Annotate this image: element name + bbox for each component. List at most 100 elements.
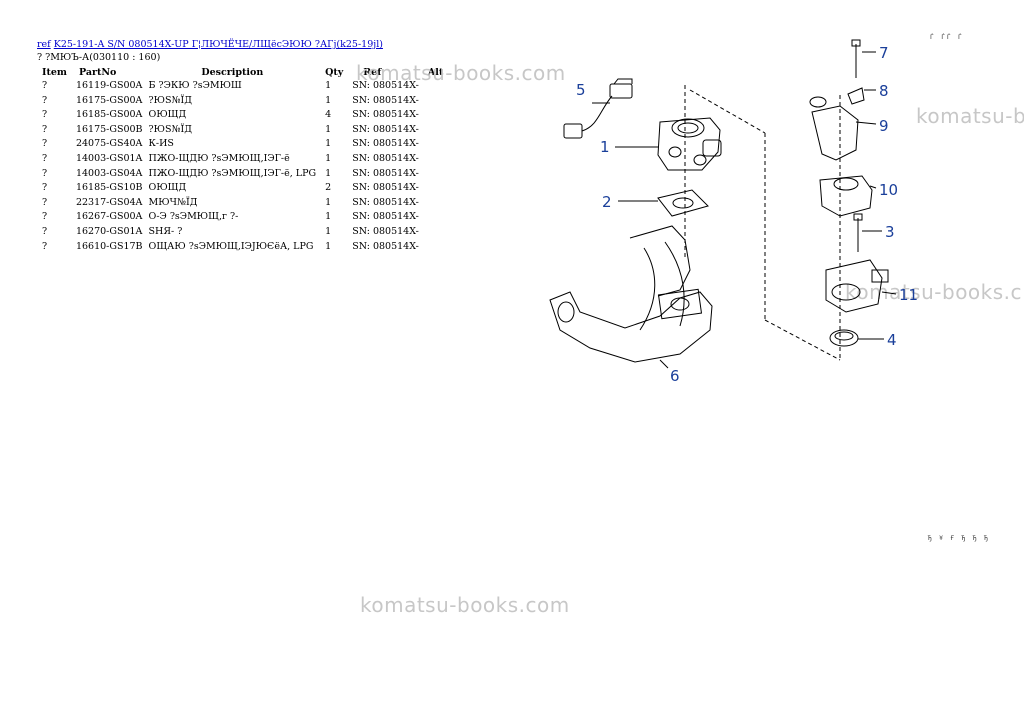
col-item: Item [42,66,67,78]
part-4-oring [829,329,859,347]
col-alt: Alt [427,66,444,78]
qty-cell: 1 [325,167,332,179]
callout-5: 5 [576,81,586,99]
item-cell: ? [42,123,48,135]
ref-cell: SN: 080514X- [352,182,419,194]
description-cell: SНЯ- ? [148,225,183,237]
alt-cell [422,153,449,168]
item-cell: ? [42,109,48,121]
ref-cell: SN: 080514X- [352,240,419,252]
alt-cell [422,95,449,110]
col-description: Description [201,66,264,78]
alt-cell [422,109,449,124]
callout-3: 3 [885,223,895,241]
description-cell: ?ЮS№ЇД [148,94,192,106]
part-6-intake-manifold [549,225,713,363]
callout-9: 9 [879,117,889,135]
description-cell: Б ?ЭКЮ ?sЭМЮШ [148,80,242,91]
page-subtitle: ? ?МЮЪ-А(030110 : 160) [37,52,161,63]
alt-cell [422,241,449,256]
dashed-guide-lines [684,85,841,361]
qty-cell: 1 [325,80,332,91]
callout-7: 7 [879,44,889,62]
alt-cell [422,182,449,197]
qty-cell: 4 [325,109,332,121]
leader-lines [592,51,897,369]
partno-cell: 16185-GS00A [75,109,143,121]
title-link[interactable]: K25-191-A S/N 080514X-UP Г¦ЛЮЧЁЧЕ/ЛЩёсЭЮ… [53,39,383,50]
item-cell: ? [42,138,48,150]
part-1-throttle-body [657,117,722,171]
item-cell: ? [42,167,48,179]
watermark: komatsu-books.com [360,593,570,617]
partno-cell: 24075-GS40A [75,138,143,150]
part-9-elbow-hose [809,96,859,161]
item-cell: ? [42,182,48,194]
alt-cell [422,168,449,183]
partno-cell: 16175-GS00B [75,123,143,135]
partno-cell: 14003-GS04A [75,167,143,179]
qty-cell: 1 [325,94,332,106]
part-7-bolt [851,39,861,78]
partno-cell: 22317-GS04A [75,196,143,208]
qty-cell: 1 [325,152,332,164]
alt-cell [422,211,449,226]
col-ref: Ref [363,66,382,78]
description-cell: О-Э ?sЭМЮЩ,г ?- [148,211,239,223]
part-5-sensor-connector [563,78,633,139]
corner-code-top: Ѓ ЃЃ Ѓ [930,34,964,41]
item-cell: ? [42,94,48,106]
table-header-row: Item PartNo Description Qty Ref Alt [36,66,449,80]
item-cell: ? [42,152,48,164]
partno-cell: 16610-GS17B [75,240,143,252]
ref-link[interactable]: ref [37,39,51,50]
ref-cell: SN: 080514X- [352,152,419,164]
alt-cell [422,124,449,139]
item-cell: ? [42,225,48,237]
item-cell: ? [42,80,48,91]
description-cell: К-ИS [148,138,174,150]
page-header: ref K25-191-A S/N 080514X-UP Г¦ЛЮЧЁЧЕ/ЛЩ… [37,39,383,51]
item-cell: ? [42,240,48,252]
part-8-clip [847,87,865,105]
qty-cell: 1 [325,123,332,135]
watermark: komatsu-books.com [356,61,566,85]
partno-cell: 16119-GS00A [75,80,143,91]
corner-code-bottom: Ђ ¥ Ғ Ђ Ђ Ђ [928,535,990,542]
watermark: komatsu-books.c [845,280,1023,304]
ref-cell: SN: 080514X- [352,225,419,237]
callout-6: 6 [670,367,680,385]
callout-1: 1 [600,138,610,156]
qty-cell: 1 [325,211,332,223]
ref-cell: SN: 080514X- [352,109,419,121]
callout-2: 2 [602,193,612,211]
alt-cell [422,197,449,212]
partno-cell: 16185-GS10B [75,182,143,194]
qty-cell: 2 [325,182,332,194]
part-3-screw [853,213,863,252]
description-cell: ПЖО-ЩДЮ ?sЭМЮЩ,ІЭГ-ё [148,152,290,164]
ref-cell: SN: 080514X- [352,167,419,179]
description-cell: ОЩАЮ ?sЭМЮЩ,ІЭЈЮЄёА, LPG [148,240,314,252]
part-11-mixer-body [825,259,889,313]
ref-cell: SN: 080514X- [352,211,419,223]
alt-cell [422,226,449,241]
watermark: komatsu-b [916,104,1024,128]
partno-cell: 16270-GS01A [75,225,143,237]
part-10-adaptor [819,175,873,217]
part-2-gasket [657,189,709,217]
qty-cell: 1 [325,225,332,237]
parts-table: Item PartNo Description Qty Ref Alt ? 161… [36,66,449,255]
ref-cell: SN: 080514X- [352,123,419,135]
callout-11: 11 [899,286,918,304]
